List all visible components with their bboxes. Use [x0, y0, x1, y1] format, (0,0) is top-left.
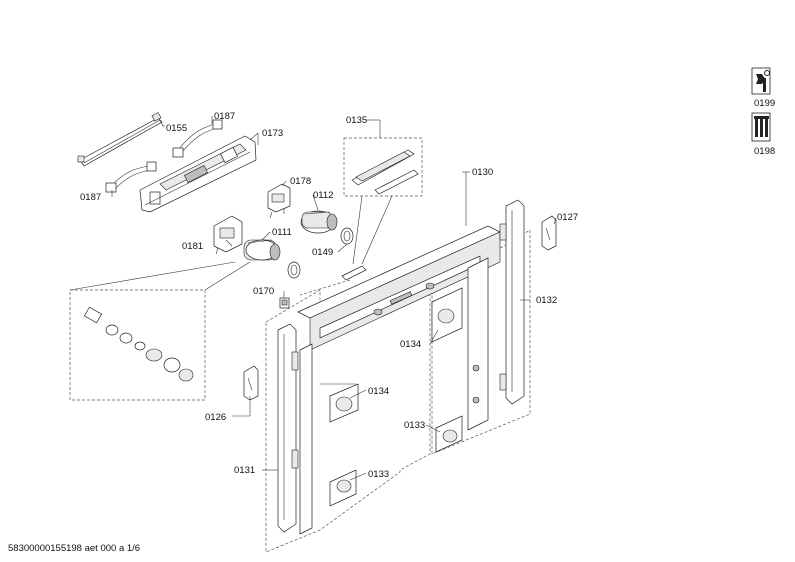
label-0134-right: 0134	[400, 339, 421, 350]
display-small-part[interactable]	[341, 265, 367, 281]
hinge-part-0126[interactable]	[243, 365, 259, 401]
cable-part-0187-top[interactable]	[172, 119, 223, 158]
label-0149: 0149	[312, 247, 333, 258]
cable-part-0187-bottom[interactable]	[105, 161, 157, 193]
selector-switch-part-0111[interactable]	[243, 239, 281, 261]
switch-part-0178[interactable]	[267, 183, 291, 219]
label-0134-left: 0134	[368, 386, 389, 397]
rail-part-0155[interactable]	[77, 112, 163, 167]
label-0126: 0126	[205, 412, 226, 423]
label-0132: 0132	[536, 295, 557, 306]
label-0133-left: 0133	[368, 469, 389, 480]
cover-part-0133-right[interactable]	[435, 415, 463, 453]
control-board-part-0173[interactable]	[139, 135, 257, 213]
label-0131: 0131	[234, 465, 255, 476]
screws-tool-icon[interactable]	[751, 112, 771, 142]
knob-detail-callout	[69, 261, 251, 401]
label-0187-bottom: 0187	[80, 192, 101, 203]
hinge-part-0127[interactable]	[541, 215, 557, 251]
label-0133-right: 0133	[404, 420, 425, 431]
label-0181: 0181	[182, 241, 203, 252]
selector-switch-part-0112[interactable]	[300, 210, 338, 234]
label-0127: 0127	[557, 212, 578, 223]
wrench-tool-icon[interactable]	[751, 67, 771, 95]
cover-part-0133-left[interactable]	[329, 469, 357, 507]
bracket-part-0181[interactable]	[213, 215, 243, 255]
rail-part-0131[interactable]	[277, 323, 299, 533]
ring-part-0149-right[interactable]	[340, 227, 354, 245]
clip-part-0170[interactable]	[279, 297, 290, 309]
label-0135: 0135	[346, 115, 367, 126]
cover-part-0134-right[interactable]	[431, 287, 463, 343]
label-0199: 0199	[754, 98, 775, 109]
label-0112: 0112	[313, 190, 333, 201]
label-0198: 0198	[754, 146, 775, 157]
label-0130: 0130	[472, 167, 493, 178]
label-0173: 0173	[262, 128, 283, 139]
label-0111: 0111	[272, 227, 292, 238]
label-0187-top: 0187	[214, 111, 235, 122]
top-frame-part-0130[interactable]	[297, 225, 501, 535]
rail-part-0132[interactable]	[499, 199, 525, 405]
display-module-box-0135[interactable]	[343, 137, 423, 265]
label-0178: 0178	[290, 176, 311, 187]
ring-part-0149-left[interactable]	[287, 261, 301, 279]
document-footer-code: 58300000155198 aet 000 a 1/6	[8, 543, 140, 554]
cover-part-0134-left[interactable]	[320, 383, 359, 423]
label-0170: 0170	[253, 286, 274, 297]
label-0155: 0155	[166, 123, 187, 134]
leader-lines	[111, 116, 557, 481]
